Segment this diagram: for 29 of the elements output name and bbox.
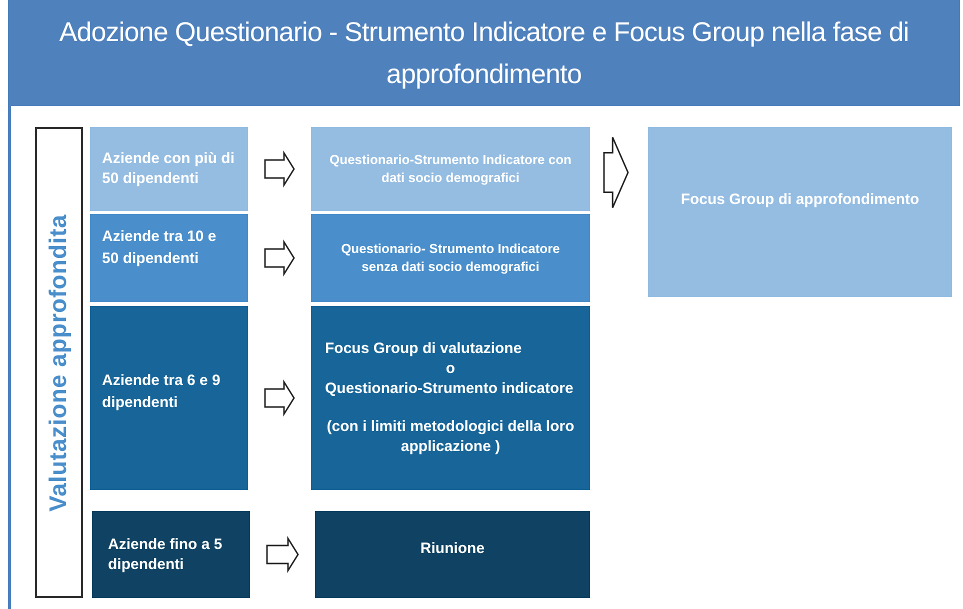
box-text: (con i limiti metodologici della loro applicazione ) [326,417,576,457]
block-arrow [264,150,295,188]
block-arrow [264,379,295,417]
box-text: Questionario-Strumento Indicatore con dati socio demografici [328,151,572,187]
box-text: Aziende con più di 50 dipendenti [102,149,236,189]
block-arrow [266,536,299,574]
block-arrow [264,239,295,277]
box-text: Questionario-Strumento indicatore [325,379,574,399]
category-box [648,127,952,297]
box-text: Aziende fino a 5 dipendenti [108,534,224,574]
title: Adozione Questionario - Strumento Indicatore e Focus Group nella fase di approfondimento [58,16,910,91]
category-box [90,127,248,211]
category-box [92,511,250,598]
category-box [90,306,248,490]
box-text: Riunione [419,539,486,559]
category-box [311,306,590,490]
box-text: Aziende tra 6 e 9 dipendenti [102,371,222,413]
category-box [315,511,590,598]
vertical-label: Valutazione approfondita [45,214,73,512]
box-text: Aziende tra 10 e 50 dipendenti [102,227,218,269]
block-arrow [603,136,629,208]
category-box [90,214,248,302]
label-frame [35,127,83,598]
box-text: Focus Group di valutazione [325,339,523,359]
box-text: Questionario- Strumento Indicatore senza dati socio demografici [340,240,561,276]
category-box [311,127,590,211]
box-text: Focus Group di approfondimento [680,190,920,210]
box-text: o [444,359,456,379]
category-box [311,214,590,302]
